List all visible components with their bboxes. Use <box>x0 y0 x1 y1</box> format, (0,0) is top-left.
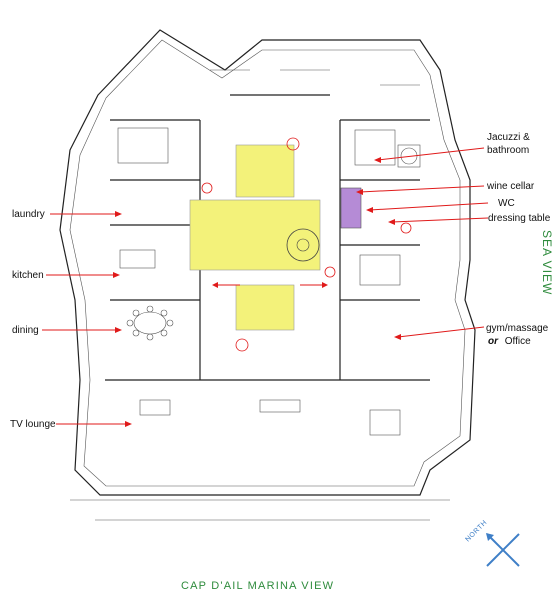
compass-north-label: NORTH <box>464 519 488 543</box>
interior-arrows <box>212 282 328 288</box>
left-callouts <box>42 211 132 427</box>
tv-lounge-label: TV lounge <box>10 419 56 430</box>
wc-label: WC <box>498 198 515 209</box>
door-markers <box>201 137 412 352</box>
jacuzzi-label-line2: bathroom <box>487 145 529 156</box>
gym-or-word: or <box>488 336 499 347</box>
highlighted-master-suite <box>189 144 321 331</box>
jacuzzi-label-line1: Jacuzzi & <box>487 132 530 143</box>
gym-office-word: Office <box>505 336 531 347</box>
dining-label: dining <box>12 325 39 336</box>
gym-label-line2: or Office <box>488 336 531 347</box>
laundry-label: laundry <box>12 209 45 220</box>
building-outline <box>59 29 476 521</box>
right-callouts <box>356 147 489 340</box>
marina-view-caption: CAP D'AIL MARINA VIEW <box>181 580 334 592</box>
gym-label-line1: gym/massage <box>486 323 549 334</box>
dressing-table-label: dressing table <box>488 213 551 224</box>
compass: NORTH <box>464 519 520 567</box>
interior-walls <box>105 69 430 436</box>
wine-cellar-room <box>340 187 362 229</box>
kitchen-label: kitchen <box>12 270 44 281</box>
sea-view-caption: SEA VIEW <box>540 230 552 295</box>
wine-cellar-label: wine cellar <box>486 181 535 192</box>
dining-table <box>126 305 174 341</box>
